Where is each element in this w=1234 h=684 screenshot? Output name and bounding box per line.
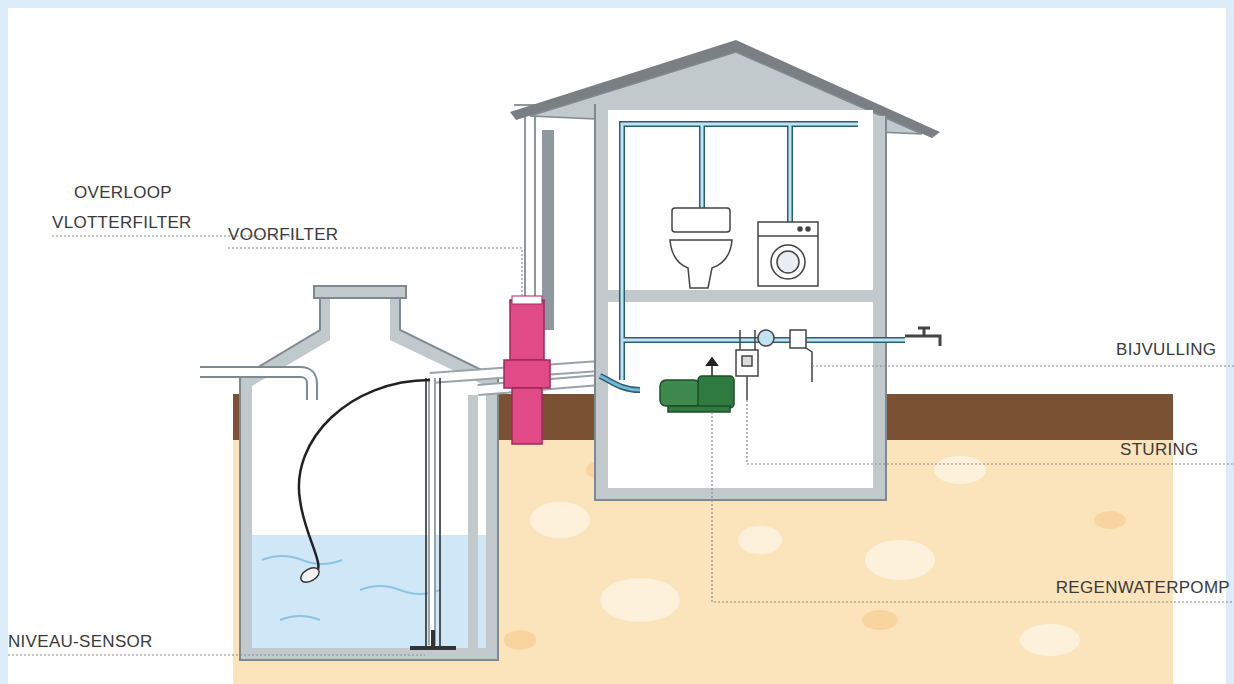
part-label: NIVEAU-SENSOR (8, 632, 153, 652)
leader-lines (8, 236, 1234, 655)
house-pipes (600, 124, 905, 390)
tap (905, 328, 940, 346)
float-hose (299, 380, 430, 575)
toilet (670, 208, 732, 288)
part-label: VLOTTERFILTER (52, 213, 192, 233)
part-label: BIJVULLING (1116, 340, 1216, 360)
refill-unit (758, 330, 812, 382)
part-label: VOORFILTER (228, 225, 338, 245)
suction-pipes (430, 366, 600, 645)
pump (660, 358, 734, 412)
overflow-pipe (200, 372, 312, 400)
float-filter (298, 565, 321, 585)
canvas (8, 8, 1226, 684)
controller (736, 330, 758, 400)
part-label: REGENWATERPOMP (1056, 578, 1230, 598)
prefilter (504, 296, 550, 444)
rainwater-tank (240, 286, 498, 660)
part-label: STURING (1120, 440, 1199, 460)
sensor-cable (426, 378, 440, 648)
level-sensor (410, 630, 456, 648)
house (510, 40, 940, 500)
washing-machine (758, 222, 818, 286)
part-label: OVERLOOP (74, 183, 172, 203)
